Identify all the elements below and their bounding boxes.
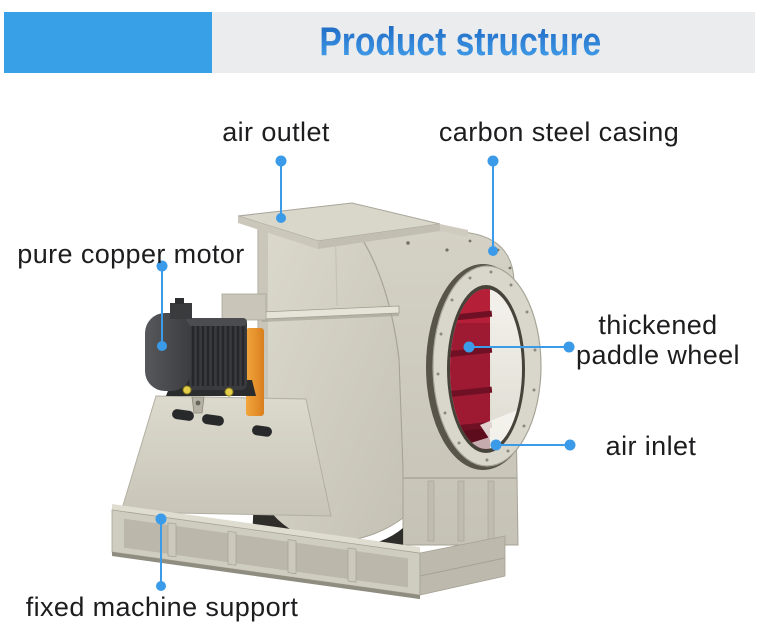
header-accent-block — [4, 12, 212, 73]
callout-thickened-paddle-wheel — [463, 341, 575, 353]
callout-pure-copper-motor — [156, 260, 168, 351]
air-outlet-duct-flange — [237, 202, 468, 249]
label-thickened-paddle-wheel-line1: thickened — [598, 310, 718, 340]
label-thickened-paddle-wheel-line2: paddle wheel — [576, 340, 740, 370]
air-inlet-ring — [426, 264, 542, 470]
callout-air-outlet — [275, 155, 287, 223]
callout-connectors — [155, 155, 576, 591]
motor-junction-box — [170, 303, 192, 319]
label-thickened-paddle-wheel: thickened paddle wheel — [576, 310, 740, 370]
label-pure-copper-motor: pure copper motor — [17, 239, 245, 269]
label-carbon-steel-casing: carbon steel casing — [438, 117, 680, 147]
motor-bracket-orange — [246, 328, 264, 416]
label-fixed-machine-support: fixed machine support — [25, 592, 299, 622]
label-air-inlet: air inlet — [605, 431, 697, 461]
inlet-flange-rivets — [436, 270, 537, 462]
page-title: Product structure — [319, 20, 601, 64]
callout-air-inlet — [490, 439, 576, 451]
motor — [145, 293, 267, 416]
header-banner: Product structure — [212, 12, 755, 73]
base-frame — [111, 503, 506, 600]
label-air-outlet: air outlet — [222, 117, 330, 147]
callout-carbon-steel-casing — [487, 155, 499, 256]
callout-fixed-machine-support — [155, 513, 167, 591]
support-pedestal — [120, 395, 332, 517]
motor-end-cap — [145, 313, 191, 391]
